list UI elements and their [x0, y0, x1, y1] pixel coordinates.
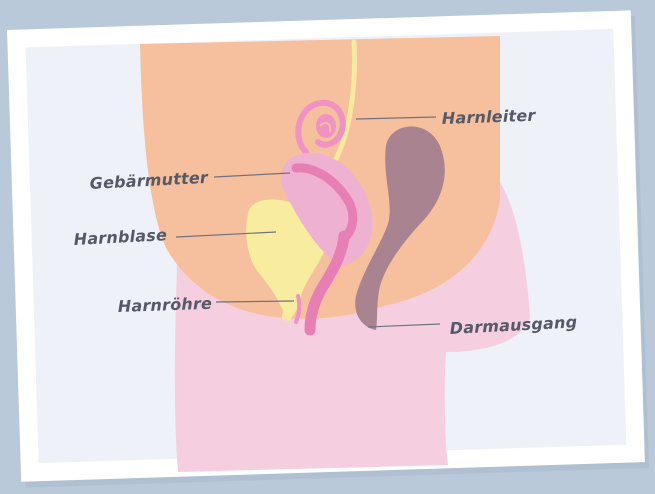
- label-harnleiter: Harnleiter: [441, 106, 536, 128]
- label-harnroehre: Harnröhre: [117, 294, 212, 316]
